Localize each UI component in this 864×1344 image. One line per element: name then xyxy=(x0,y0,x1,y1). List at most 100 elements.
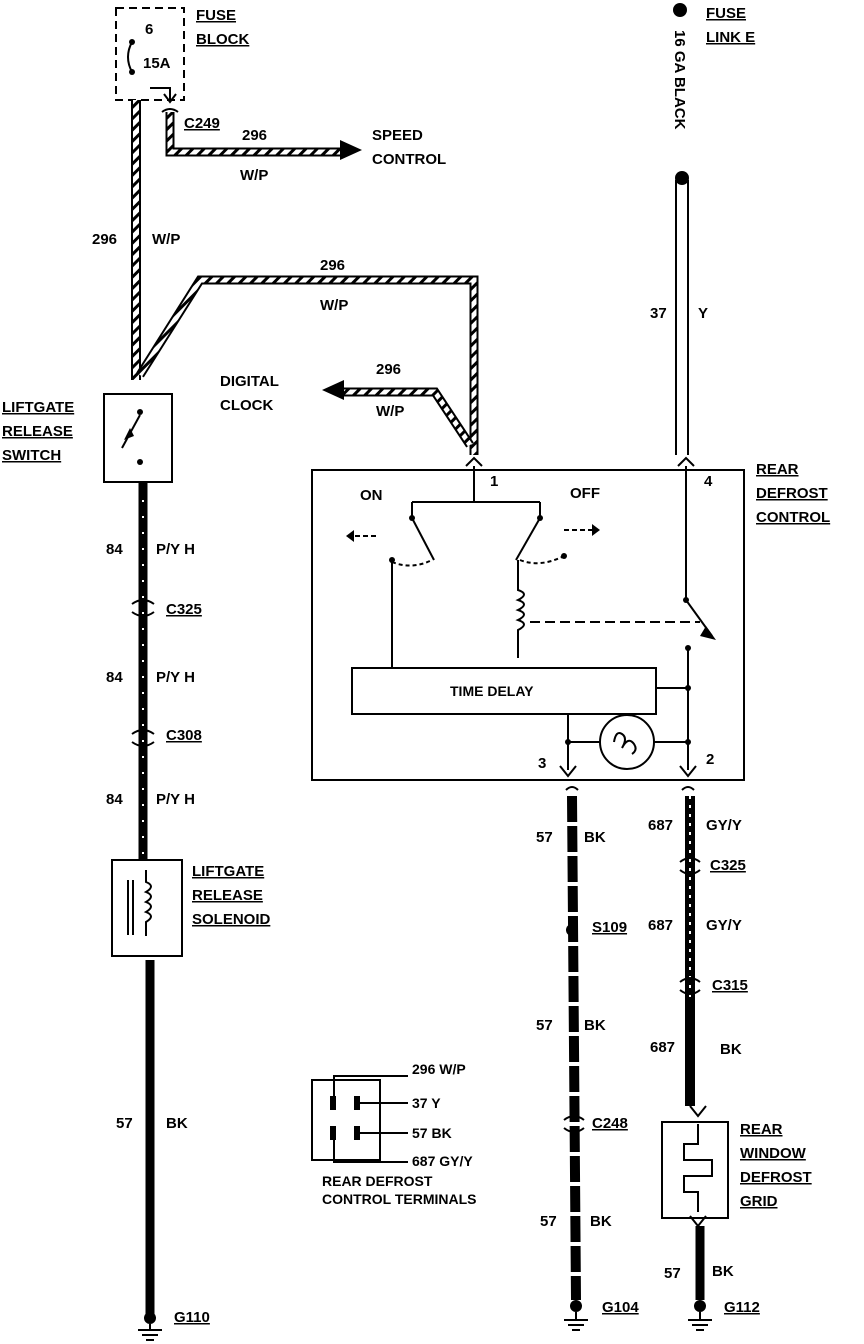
wire-label-pyh-c: P/Y H xyxy=(156,791,195,808)
wire-label-296-d: 296 xyxy=(376,361,401,378)
wire-label-57-e: 57 xyxy=(664,1265,681,1282)
terminals-caption-2: CONTROL TERMINALS xyxy=(322,1191,477,1207)
fuse-link-label-2: LINK E xyxy=(706,29,755,46)
arrow-digital-clock xyxy=(322,380,344,400)
terminal-57-label: 57 BK xyxy=(412,1125,452,1141)
wire-label-wp-c: W/P xyxy=(320,297,348,314)
g110-label: G110 xyxy=(174,1309,210,1326)
solenoid-label-2: RELEASE xyxy=(192,887,263,904)
wire-label-bk: BK xyxy=(166,1115,188,1132)
wire-label-57-c: 57 xyxy=(536,1017,553,1034)
switch-label-3: SWITCH xyxy=(2,447,61,464)
wire-label-296-b: 296 xyxy=(92,231,117,248)
c325-right-connector xyxy=(679,857,701,875)
grid-label-2: WINDOW xyxy=(740,1145,807,1162)
terminals-caption: REAR DEFROST xyxy=(322,1173,433,1189)
terminal-296-label: 296 W/P xyxy=(412,1061,466,1077)
wire-label-37: 37 xyxy=(650,305,667,322)
c308-label: C308 xyxy=(166,727,202,744)
wire-label-296: 296 xyxy=(242,127,267,144)
g104-label: G104 xyxy=(602,1299,639,1316)
terminal-687-label: 687 GY/Y xyxy=(412,1153,473,1169)
c325-right-label: C325 xyxy=(710,857,746,874)
c315-connector xyxy=(679,977,701,995)
wire-label-pyh-b: P/Y H xyxy=(156,669,195,686)
ground-g112-icon xyxy=(688,1312,712,1331)
switch-label-2: RELEASE xyxy=(2,423,73,440)
solenoid-label: LIFTGATE xyxy=(192,863,264,880)
splice-s109 xyxy=(566,924,578,936)
fuse-link-wire-label: 16 GA BLACK xyxy=(671,30,688,130)
digital-clock-label-2: CLOCK xyxy=(220,397,273,414)
s109-label: S109 xyxy=(592,919,627,936)
c315-label: C315 xyxy=(712,977,748,994)
fuse-number: 6 xyxy=(145,21,153,38)
arrow-speed-control xyxy=(340,140,362,160)
pin-2-label: 2 xyxy=(706,751,714,768)
control-label-3: CONTROL xyxy=(756,509,830,526)
wire-label-296-c: 296 xyxy=(320,257,345,274)
wire-label-bk-e: BK xyxy=(720,1041,742,1058)
c248-label: C248 xyxy=(592,1115,628,1132)
wire-label-pyh: P/Y H xyxy=(156,541,195,558)
wire-label-bk-d: BK xyxy=(590,1213,612,1230)
c325-left-label: C325 xyxy=(166,601,202,618)
c249-connector xyxy=(161,108,179,113)
digital-clock-label: DIGITAL xyxy=(220,373,279,390)
solenoid-label-3: SOLENOID xyxy=(192,911,271,928)
wire-label-wp: W/P xyxy=(240,167,268,184)
wire-296-speed xyxy=(167,112,345,155)
g112-label: G112 xyxy=(724,1299,760,1316)
wire-label-57-d: 57 xyxy=(540,1213,557,1230)
off-label: OFF xyxy=(570,485,600,502)
speed-control-label-2: CONTROL xyxy=(372,151,446,168)
liftgate-release-solenoid xyxy=(111,859,183,957)
c308-connector xyxy=(131,729,155,747)
wire-label-687: 687 xyxy=(648,817,673,834)
switch-label: LIFTGATE xyxy=(2,399,74,416)
c249-label: C249 xyxy=(184,115,220,132)
pin-4-label: 4 xyxy=(704,473,713,490)
wire-label-84-c: 84 xyxy=(106,791,123,808)
grid-label-4: GRID xyxy=(740,1193,778,1210)
ground-g104-icon xyxy=(564,1312,588,1331)
pin-3-label: 3 xyxy=(538,755,546,772)
wire-296-branch xyxy=(137,277,477,455)
fuse-block-label-2: BLOCK xyxy=(196,31,249,48)
wire-label-bk-b: BK xyxy=(584,829,606,846)
grid-label-3: DEFROST xyxy=(740,1169,812,1186)
wire-label-84-b: 84 xyxy=(106,669,123,686)
c248-connector xyxy=(563,1115,585,1133)
wire-label-wp-d: W/P xyxy=(376,403,404,420)
fuse-rating: 15A xyxy=(143,55,171,72)
speed-control-label: SPEED xyxy=(372,127,423,144)
c325-left-connector xyxy=(131,599,155,617)
wire-label-84: 84 xyxy=(106,541,123,558)
wire-label-57: 57 xyxy=(116,1115,133,1132)
wire-label-y: Y xyxy=(698,305,708,322)
wire-label-wp-b: W/P xyxy=(152,231,180,248)
on-label: ON xyxy=(360,487,383,504)
fuse-block: 6 15A xyxy=(115,7,185,104)
wire-label-bk-c: BK xyxy=(584,1017,606,1034)
liftgate-release-switch xyxy=(103,393,173,483)
wire-label-57-b: 57 xyxy=(536,829,553,846)
pin-1-label: 1 xyxy=(490,473,498,490)
wire-37 xyxy=(675,180,689,455)
wire-label-gyy: GY/Y xyxy=(706,817,742,834)
rear-window-defrost-grid xyxy=(661,1105,729,1228)
wire-296-clock xyxy=(340,389,473,447)
fuse-link-node xyxy=(673,3,687,17)
terminal-37-label: 37 Y xyxy=(412,1095,441,1111)
wire-57-mid xyxy=(567,795,581,1301)
wire-label-687-c: 687 xyxy=(650,1039,675,1056)
time-delay-label: TIME DELAY xyxy=(450,683,534,699)
control-label: REAR xyxy=(756,461,799,478)
wire-label-gyy-b: GY/Y xyxy=(706,917,742,934)
ground-g110-icon xyxy=(138,1324,162,1341)
rear-defrost-terminal-connector xyxy=(311,1075,408,1163)
wire-label-687-b: 687 xyxy=(648,917,673,934)
wire-label-bk-f: BK xyxy=(712,1263,734,1280)
fuse-block-label: FUSE xyxy=(196,7,236,24)
